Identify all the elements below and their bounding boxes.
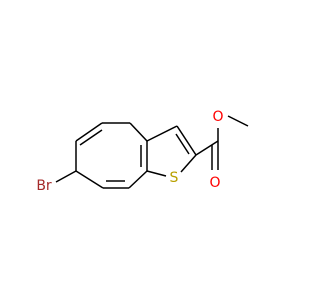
- bond-c2-carbonyl: [195, 140, 219, 156]
- bromine-atom-label: Br: [36, 178, 52, 194]
- bond-o-methyl: [227, 115, 249, 127]
- atom-label-layer: Br S O O: [36, 109, 223, 194]
- carbonyl-oxygen-atom-label: O: [209, 175, 220, 191]
- sulfur-atom-label: S: [170, 170, 179, 186]
- bond-c3-c3a: [129, 122, 148, 142]
- bond-c3-c2: [176, 125, 197, 156]
- bond-c6-c5: [75, 170, 104, 189]
- bond-c5-br: [55, 170, 77, 183]
- bond-c3-c2-inner: [175, 133, 190, 155]
- bond-c3a-c3: [146, 125, 178, 142]
- bond-layer: [55, 115, 249, 189]
- molecule-drawing: Br S O O: [36, 109, 249, 194]
- bond-s-c7a: [146, 170, 167, 177]
- structure-canvas: Br S O O: [36, 109, 249, 194]
- bond-c2-s: [180, 154, 197, 173]
- bond-c1-c2-inner: [79, 129, 103, 146]
- bond-c7a-c7: [128, 170, 148, 189]
- bond-c1-c2: [75, 122, 103, 142]
- ester-oxygen-atom-label: O: [212, 109, 223, 125]
